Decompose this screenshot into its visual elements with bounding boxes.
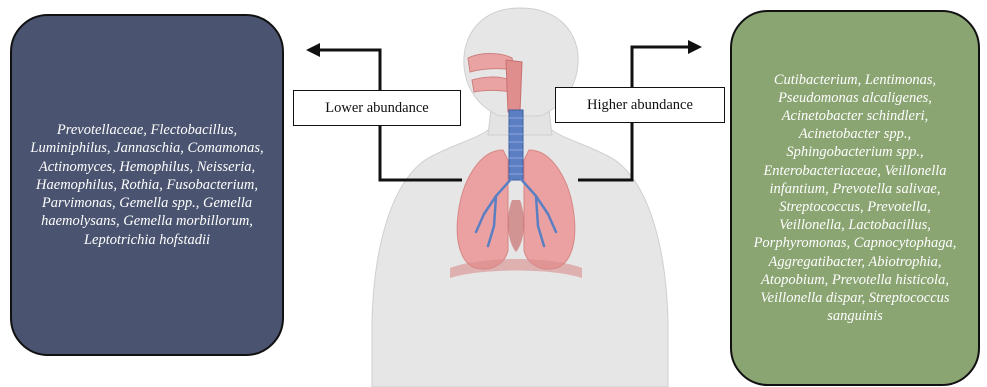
lower-abundance-taxa: Prevotellaceae, Flectobacillus, Luminiph… — [12, 121, 282, 248]
lower-abundance-label: Lower abundance — [293, 90, 461, 126]
higher-abundance-panel: Cutibacterium, Lentimonas, Pseudomonas a… — [730, 10, 980, 386]
right-arrowhead-icon — [688, 40, 702, 54]
lower-abundance-panel: Prevotellaceae, Flectobacillus, Luminiph… — [10, 14, 284, 356]
body-illustration — [372, 8, 668, 387]
higher-abundance-label: Higher abundance — [555, 87, 725, 123]
higher-abundance-taxa: Cutibacterium, Lentimonas, Pseudomonas a… — [732, 71, 978, 326]
left-arrowhead-icon — [306, 43, 320, 57]
